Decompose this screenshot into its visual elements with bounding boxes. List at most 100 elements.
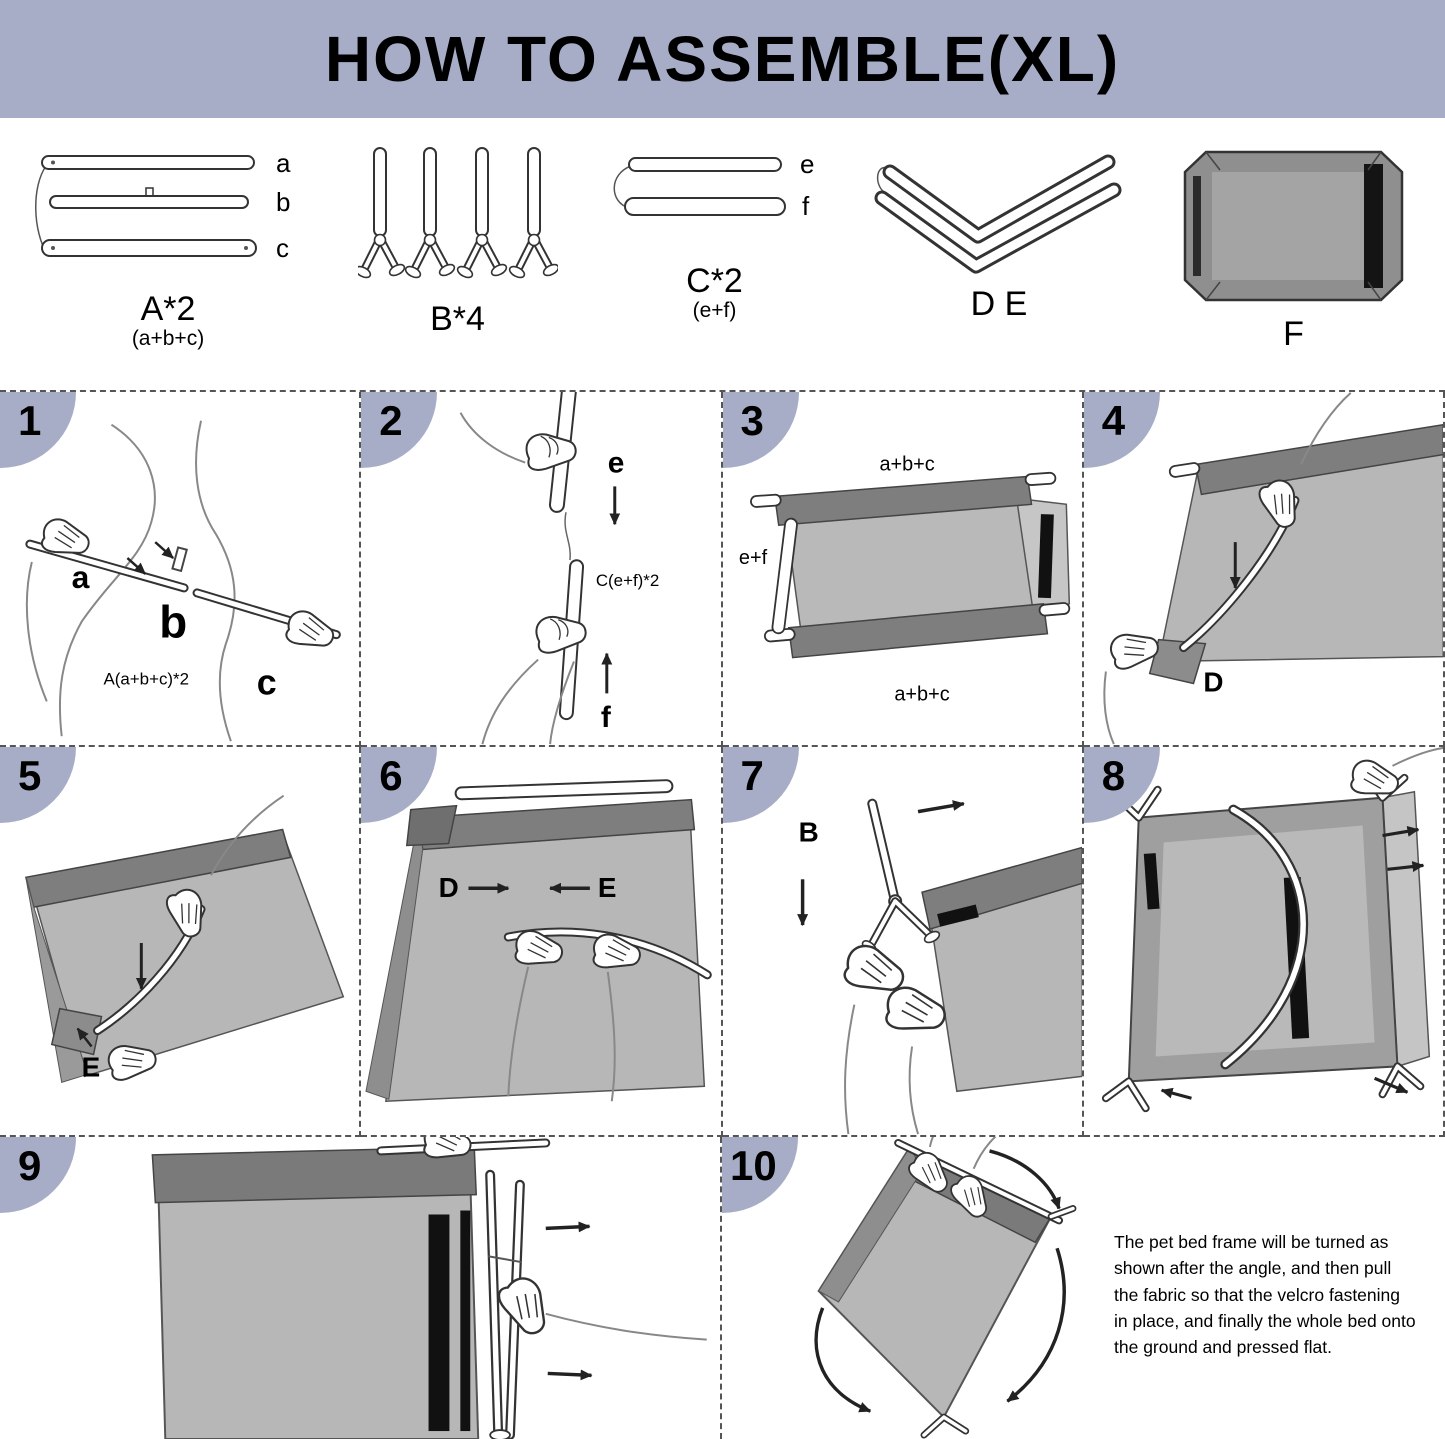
step-10-illustration: [814, 1137, 1077, 1439]
corner-pocket: [406, 804, 458, 847]
step-number: 1: [18, 397, 42, 444]
hand: [884, 986, 946, 1030]
step-1-panel: 1: [0, 392, 362, 747]
step-1-illustration: a b c A(a+b+c)*2: [25, 420, 341, 742]
step-3-badge: 3: [722, 392, 799, 468]
leg-piece: [404, 147, 455, 279]
label-top-rail: a+b+c: [879, 453, 934, 475]
step-8-badge: 8: [1083, 747, 1160, 823]
arm-sketch: [1103, 671, 1115, 745]
pole-end: [749, 493, 782, 508]
label-e: E: [598, 872, 617, 903]
hand: [285, 610, 335, 647]
step-number: 6: [379, 752, 403, 799]
arm-sketch: [843, 1004, 919, 1135]
arm-sketch: [210, 794, 285, 876]
top-rail: [773, 475, 1032, 527]
step-number: 3: [740, 397, 764, 444]
part-de-illustration: [874, 154, 1121, 274]
bottom-row: 9: [0, 1137, 1445, 1439]
step-10-note: The pet bed frame will be turned as show…: [1114, 1232, 1416, 1357]
hand: [107, 1045, 157, 1081]
rotate-arrow-icon: [1006, 1247, 1066, 1403]
piece-label-c: c: [276, 233, 289, 263]
step-7-badge: 7: [722, 747, 799, 823]
arrow-icon: [1373, 1076, 1409, 1094]
arrow-icon: [1387, 861, 1425, 873]
hand: [165, 888, 203, 938]
arrow-right-icon: [545, 1221, 591, 1233]
hand: [514, 930, 564, 965]
corner-leg: [1101, 1077, 1150, 1113]
label-bottom-rail: a+b+c: [894, 683, 949, 705]
part-f-label: F: [1283, 315, 1304, 353]
leg-b: [861, 798, 940, 954]
step-number: 4: [1101, 397, 1126, 444]
hand: [497, 1277, 546, 1335]
step-9-illustration: [151, 1137, 707, 1439]
part-c-illustration: e f: [613, 149, 814, 221]
steps-grid: 1: [0, 390, 1445, 1137]
part-f: F: [1176, 144, 1411, 354]
leg-piece: [508, 147, 558, 279]
pole-end: [1038, 602, 1070, 617]
header-banner: HOW TO ASSEMBLE(XL): [0, 0, 1445, 118]
fabric-center: [1155, 825, 1375, 1057]
velcro-strip: [1037, 514, 1054, 599]
part-a-illustration: a b c: [35, 148, 291, 263]
step-8-illustration: [1101, 747, 1443, 1113]
pole-end: [1168, 462, 1201, 478]
hand: [908, 1151, 948, 1193]
label-e: e: [608, 446, 625, 479]
arrow-icon: [1382, 825, 1420, 838]
piece-label-a: a: [276, 148, 291, 178]
arm-sketch: [545, 1312, 707, 1341]
step-6-illustration: D E: [365, 779, 713, 1103]
bottom-rail: [787, 603, 1048, 659]
arrow-right-icon: [547, 1369, 593, 1381]
corner-foot: [1047, 1205, 1077, 1220]
label-formula: A(a+b+c)*2: [103, 669, 189, 688]
label-d: D: [439, 872, 459, 903]
piece-label-f: f: [802, 191, 810, 221]
hand: [41, 518, 90, 554]
step-number: 9: [18, 1142, 42, 1189]
arrow-right-icon: [917, 800, 965, 814]
arrow-icon: [126, 557, 147, 575]
step-7-illustration: B: [796, 798, 1082, 1135]
arm-sketch: [1299, 392, 1352, 465]
corner-leg: [1378, 1062, 1425, 1099]
step-8-panel: 8: [1083, 747, 1445, 1137]
part-b: B*4: [357, 144, 558, 339]
arm-sketch: [928, 1137, 997, 1170]
support-rod: [1220, 804, 1308, 1070]
hand: [535, 615, 587, 654]
part-b-illustration: [357, 147, 558, 279]
parts-section: a b c A*2 (a+b+c): [0, 118, 1445, 390]
arm-sketch: [1391, 747, 1443, 767]
arrow-icon: [76, 1027, 93, 1048]
step-10-badge: 10: [722, 1137, 798, 1213]
step-6-panel: 6 D E: [361, 747, 723, 1137]
part-de: D E: [872, 144, 1127, 324]
hand: [1350, 759, 1399, 795]
hand: [592, 933, 642, 969]
part-c-sublabel: (e+f): [692, 299, 737, 322]
label-b: B: [798, 816, 818, 847]
step-number: 2: [379, 397, 403, 444]
step-4-illustration: D: [1103, 392, 1443, 745]
cord: [564, 512, 572, 561]
top-rail: [1194, 423, 1443, 496]
hand: [525, 433, 577, 471]
pole-connector-tab: [171, 546, 188, 573]
step-3-illustration: a+b+c e+f a+b+c: [738, 453, 1070, 705]
step-number: 8: [1101, 752, 1126, 799]
step-number: 5: [18, 752, 42, 799]
part-a-label: A*2: [140, 290, 196, 328]
label-c: c: [257, 662, 277, 702]
hand: [1258, 479, 1296, 528]
leg-piece: [357, 147, 405, 279]
piece-label-e: e: [800, 149, 814, 179]
velcro-strip: [428, 1214, 450, 1432]
page-title: HOW TO ASSEMBLE(XL): [324, 23, 1121, 95]
